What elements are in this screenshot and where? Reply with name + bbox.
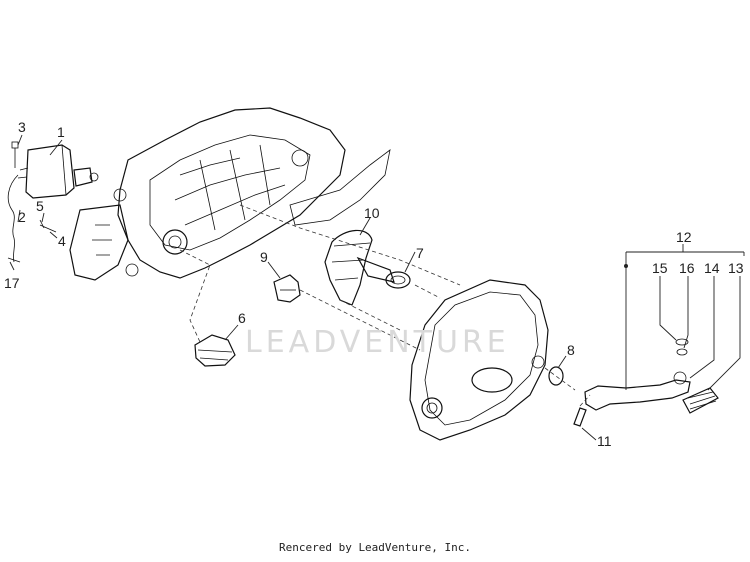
gasket <box>289 149 391 226</box>
callout-10: 10 <box>364 205 380 221</box>
callout-15: 15 <box>652 260 668 276</box>
pedal-rubber <box>682 387 719 414</box>
callout-6: 6 <box>238 310 246 326</box>
callout-4: 4 <box>58 233 66 249</box>
washer-small-2 <box>676 348 688 356</box>
kick-sector-gear <box>324 229 395 306</box>
callout-11: 11 <box>597 433 612 449</box>
kick-lever <box>584 371 691 411</box>
callout-3: 3 <box>18 119 26 135</box>
gear <box>194 334 236 367</box>
callout-8: 8 <box>567 342 575 358</box>
kick-spring <box>385 271 411 289</box>
leader-lines <box>9 134 745 441</box>
callout-9: 9 <box>260 249 268 265</box>
callout-7: 7 <box>416 245 424 261</box>
callout-5: 5 <box>36 198 44 214</box>
crankcase-cover <box>409 279 549 441</box>
callout-16: 16 <box>679 260 695 276</box>
callout-12: 12 <box>676 229 692 245</box>
watermark: LEADVENTURE <box>245 325 510 360</box>
footer-credit: Rencered by LeadVenture, Inc. <box>278 541 472 554</box>
bolts <box>39 219 57 233</box>
lever-bolt <box>573 407 587 427</box>
alignment-lines <box>179 204 591 407</box>
shaft-gear <box>273 274 301 303</box>
starter-motor <box>17 144 99 199</box>
starter-cable <box>7 141 21 263</box>
callout-14: 14 <box>704 260 720 276</box>
callout-17: 17 <box>4 275 20 291</box>
washer-small <box>675 338 689 346</box>
callout-2: 2 <box>18 209 26 225</box>
callout-1: 1 <box>57 124 65 140</box>
callout-13: 13 <box>728 260 744 276</box>
callouts: 1 2 3 4 5 6 7 8 9 10 11 12 13 14 15 16 1… <box>4 119 744 449</box>
crankcase <box>69 107 346 281</box>
washer <box>548 366 564 386</box>
